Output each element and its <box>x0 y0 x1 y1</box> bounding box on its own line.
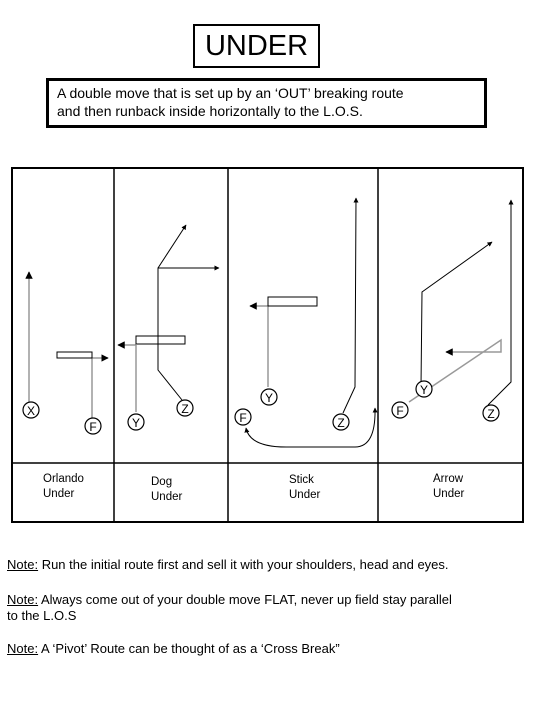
caption-line-2: Under <box>433 488 465 500</box>
caption-line-2: Under <box>289 489 321 501</box>
caption-line-1: Arrow <box>433 473 464 485</box>
route-z <box>157 265 220 401</box>
description-line-2: and then runback inside horizontally to … <box>57 103 363 119</box>
player-y-label: Y <box>420 383 428 397</box>
route-z <box>487 199 514 406</box>
route-y <box>249 302 269 387</box>
player-z: Z <box>332 413 350 431</box>
player-f-label: F <box>396 404 403 418</box>
note-label: Note: <box>7 557 39 572</box>
caption-line-2: Under <box>151 491 183 503</box>
player-y-label: Y <box>132 416 140 430</box>
caption-line-1: Dog <box>151 476 173 488</box>
route-y <box>420 241 493 388</box>
player-x-label: X <box>27 404 35 418</box>
caption-arrow-under: Arrow Under <box>433 472 464 502</box>
player-f: F <box>391 401 409 419</box>
player-z-label: Z <box>181 402 188 416</box>
break-block <box>267 296 318 307</box>
caption-line-2: Under <box>43 488 75 500</box>
player-z-label: Z <box>487 407 494 421</box>
player-z: Z <box>482 404 500 422</box>
description-line-1: A double move that is set up by an ‘OUT’… <box>57 85 404 101</box>
route-f <box>91 354 109 418</box>
route-z <box>342 197 359 414</box>
player-y: Y <box>260 388 278 406</box>
play-stick-under: F Y Z <box>234 197 378 448</box>
note-text-continued: to the L.O.S <box>7 608 77 623</box>
player-y-label: Y <box>265 391 273 405</box>
player-x: X <box>22 401 40 419</box>
player-f-label: F <box>239 411 246 425</box>
route-z-up <box>157 224 187 269</box>
caption-line-1: Orlando <box>43 473 84 485</box>
note-label: Note: <box>7 592 39 607</box>
note-text: A ‘Pivot’ Route can be thought of as a ‘… <box>38 641 340 656</box>
player-f-label: F <box>89 420 96 434</box>
player-z: Z <box>176 399 194 417</box>
description-box: A double move that is set up by an ‘OUT’… <box>46 78 487 128</box>
player-f: F <box>234 408 252 426</box>
player-z-label: Z <box>337 416 344 430</box>
caption-line-1: Stick <box>289 474 314 486</box>
note-2: Note: Always come out of your double mov… <box>7 592 452 624</box>
break-block <box>135 335 186 345</box>
caption-dog-under: Dog Under <box>151 475 182 505</box>
play-dog-under: Y Z <box>117 224 220 431</box>
note-text: Run the initial route first and sell it … <box>38 557 449 572</box>
page-title-text: UNDER <box>204 29 309 62</box>
route-f <box>244 407 378 448</box>
break-block <box>56 351 93 359</box>
player-y: Y <box>415 380 433 398</box>
play-orlando-under: X F <box>22 271 109 435</box>
route-f <box>408 338 502 403</box>
player-f: F <box>84 417 102 435</box>
plays-panel <box>11 167 524 523</box>
caption-orlando-under: Orlando Under <box>43 472 84 502</box>
note-label: Note: <box>7 641 39 656</box>
note-1: Note: Run the initial route first and se… <box>7 557 449 573</box>
caption-stick-under: Stick Under <box>289 473 320 503</box>
note-3: Note: A ‘Pivot’ Route can be thought of … <box>7 641 340 657</box>
page-title: UNDER <box>193 24 320 68</box>
player-y: Y <box>127 413 145 431</box>
play-arrow-under: F Y Z <box>391 199 514 422</box>
note-text: Always come out of your double move FLAT… <box>38 592 452 607</box>
